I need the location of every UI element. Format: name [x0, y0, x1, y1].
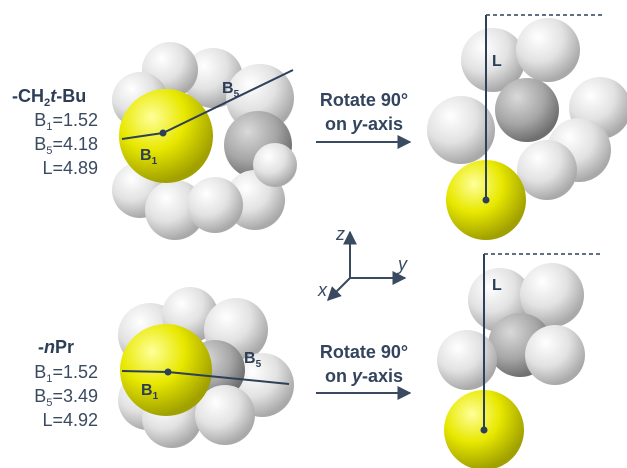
- rotate-caption-1: Rotate 90° on y-axis: [312, 88, 416, 136]
- coordinate-axes: z y x: [317, 224, 408, 301]
- substituent-1-parameters: B1=1.52 B5=4.18 L=4.89: [12, 108, 98, 180]
- rotate-caption-line1: Rotate 90°: [319, 90, 409, 110]
- b5-diagram-label: B5: [222, 80, 240, 100]
- hydrogen-atom: [195, 385, 255, 445]
- rotate-caption-2: Rotate 90° on y-axis: [312, 340, 416, 388]
- molecule-2-side-view: L: [437, 253, 600, 468]
- b1-diagram-label: B1: [141, 382, 159, 402]
- b5-value: B5=3.49: [34, 386, 98, 409]
- x-axis: [327, 277, 351, 301]
- b5-vector: [162, 69, 294, 134]
- hydrogen-atom: [461, 28, 525, 92]
- x-axis-label: x: [317, 280, 328, 300]
- hydrogen-atom: [525, 325, 585, 385]
- b1-vector: [121, 370, 169, 373]
- carbon-atom: [495, 78, 559, 142]
- b1-value: B1=1.52: [34, 110, 98, 133]
- attachment-point: [164, 368, 172, 376]
- b1-diagram-label: B1: [140, 147, 158, 167]
- z-axis-label: z: [335, 224, 345, 244]
- l-value: L=4.92: [42, 410, 98, 430]
- attachment-point: [480, 426, 488, 434]
- y-axis-label: y: [396, 254, 408, 274]
- hydrogen-atom: [427, 96, 495, 164]
- sulfur-atom: [119, 89, 213, 183]
- hydrogen-atom: [437, 330, 497, 390]
- hydrogen-atom: [520, 263, 584, 327]
- b1-value: B1=1.52: [34, 362, 98, 385]
- b1-vector: [121, 132, 164, 140]
- rotate-caption-line1: Rotate 90°: [319, 342, 409, 362]
- hydrogen-atom: [253, 143, 297, 187]
- hydrogen-atom: [517, 140, 577, 200]
- b5-diagram-label: B5: [244, 350, 262, 370]
- hydrogen-atom: [516, 18, 580, 82]
- b5-vector: [167, 371, 290, 385]
- rotate-caption-line2: on y-axis: [324, 114, 404, 134]
- l-value: L=4.89: [42, 158, 98, 178]
- hydrogen-atom: [187, 177, 243, 233]
- l-diagram-label: L: [492, 277, 502, 294]
- molecule-1-side-view: L: [427, 14, 627, 240]
- rotate-caption-line2: on y-axis: [324, 366, 404, 386]
- attachment-point: [482, 196, 490, 204]
- attachment-point: [159, 129, 167, 137]
- substituent-1-name: -CH2t-Bu: [12, 86, 87, 109]
- molecule-1-front-view: B1 B5: [112, 42, 297, 240]
- b5-value: B5=4.18: [34, 134, 98, 157]
- substituent-2-name: -nPr: [38, 337, 75, 357]
- substituent-2-parameters: B1=1.52 B5=3.49 L=4.92: [12, 360, 98, 432]
- l-diagram-label: L: [492, 53, 502, 70]
- molecule-2-front-view: B1 B5: [118, 287, 294, 448]
